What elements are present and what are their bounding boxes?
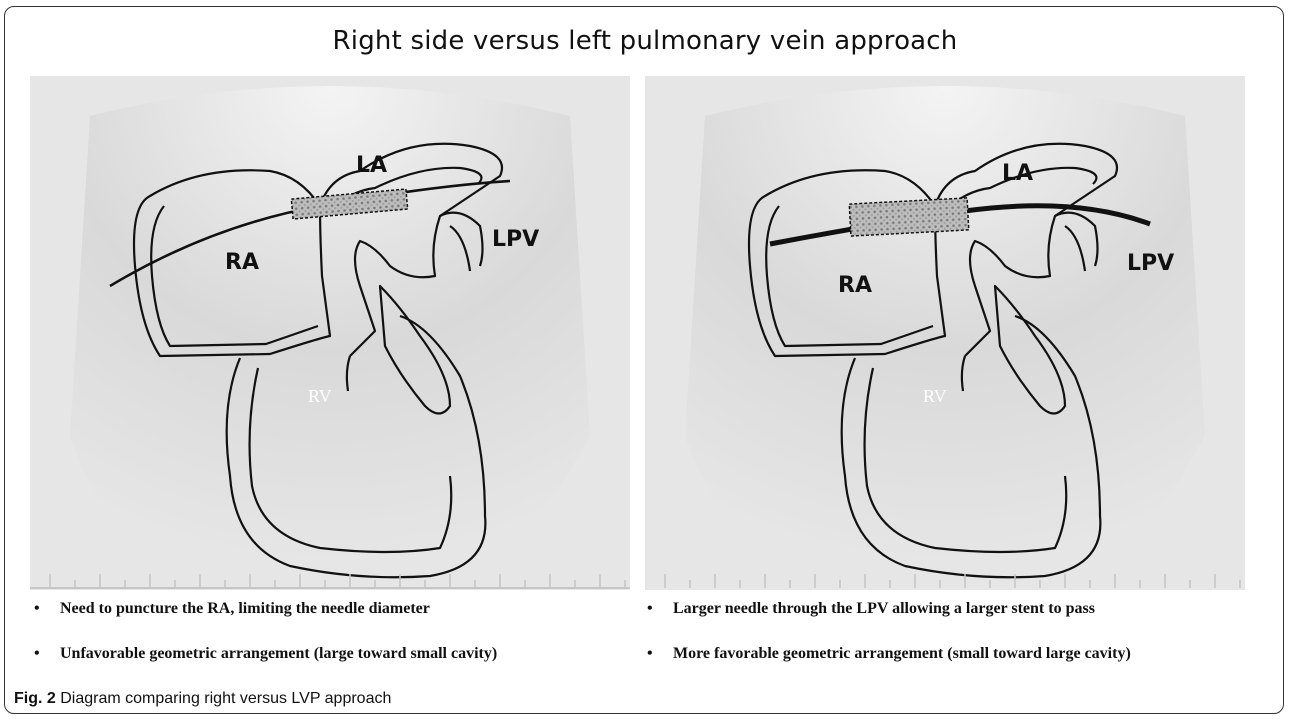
bullet-icon: • <box>32 600 60 618</box>
label-rv: RV <box>923 386 947 406</box>
bullet-text: Need to puncture the RA, limiting the ne… <box>60 600 430 617</box>
figure-label: Fig. 2 <box>14 690 56 707</box>
bullet-item: •Need to puncture the RA, limiting the n… <box>32 600 430 618</box>
bullet-item: •More favorable geometric arrangement (s… <box>645 645 1131 663</box>
bullet-icon: • <box>32 645 60 663</box>
right-heart-diagram: LA RA LPV RV <box>645 76 1245 590</box>
right-echo-panel: LA RA LPV RV <box>645 76 1245 590</box>
label-la: LA <box>356 153 387 178</box>
bullet-item: •Unfavorable geometric arrangement (larg… <box>32 645 497 663</box>
bullet-item: •Larger needle through the LPV allowing … <box>645 600 1095 618</box>
bullet-icon: • <box>645 600 673 618</box>
figure-caption: Fig. 2 Diagram comparing right versus LV… <box>14 690 391 708</box>
figure-title: Right side versus left pulmonary vein ap… <box>0 26 1290 56</box>
bullet-text: Larger needle through the LPV allowing a… <box>673 600 1095 617</box>
label-lpv: LPV <box>1127 251 1174 276</box>
caption-text: Diagram comparing right versus LVP appro… <box>60 690 391 707</box>
bullet-icon: • <box>645 645 673 663</box>
bullet-text: More favorable geometric arrangement (sm… <box>673 645 1131 662</box>
ultrasound-sector <box>70 86 590 590</box>
stent <box>849 198 969 236</box>
bullet-text: Unfavorable geometric arrangement (large… <box>60 645 497 662</box>
label-rv: RV <box>308 386 332 406</box>
left-heart-diagram: LA RA LPV RV <box>30 76 630 590</box>
label-lpv: LPV <box>492 227 539 252</box>
label-ra: RA <box>225 250 259 275</box>
label-ra: RA <box>838 273 872 298</box>
label-la: LA <box>1002 161 1033 186</box>
left-echo-panel: LA RA LPV RV <box>30 76 630 590</box>
ultrasound-sector <box>685 86 1205 590</box>
